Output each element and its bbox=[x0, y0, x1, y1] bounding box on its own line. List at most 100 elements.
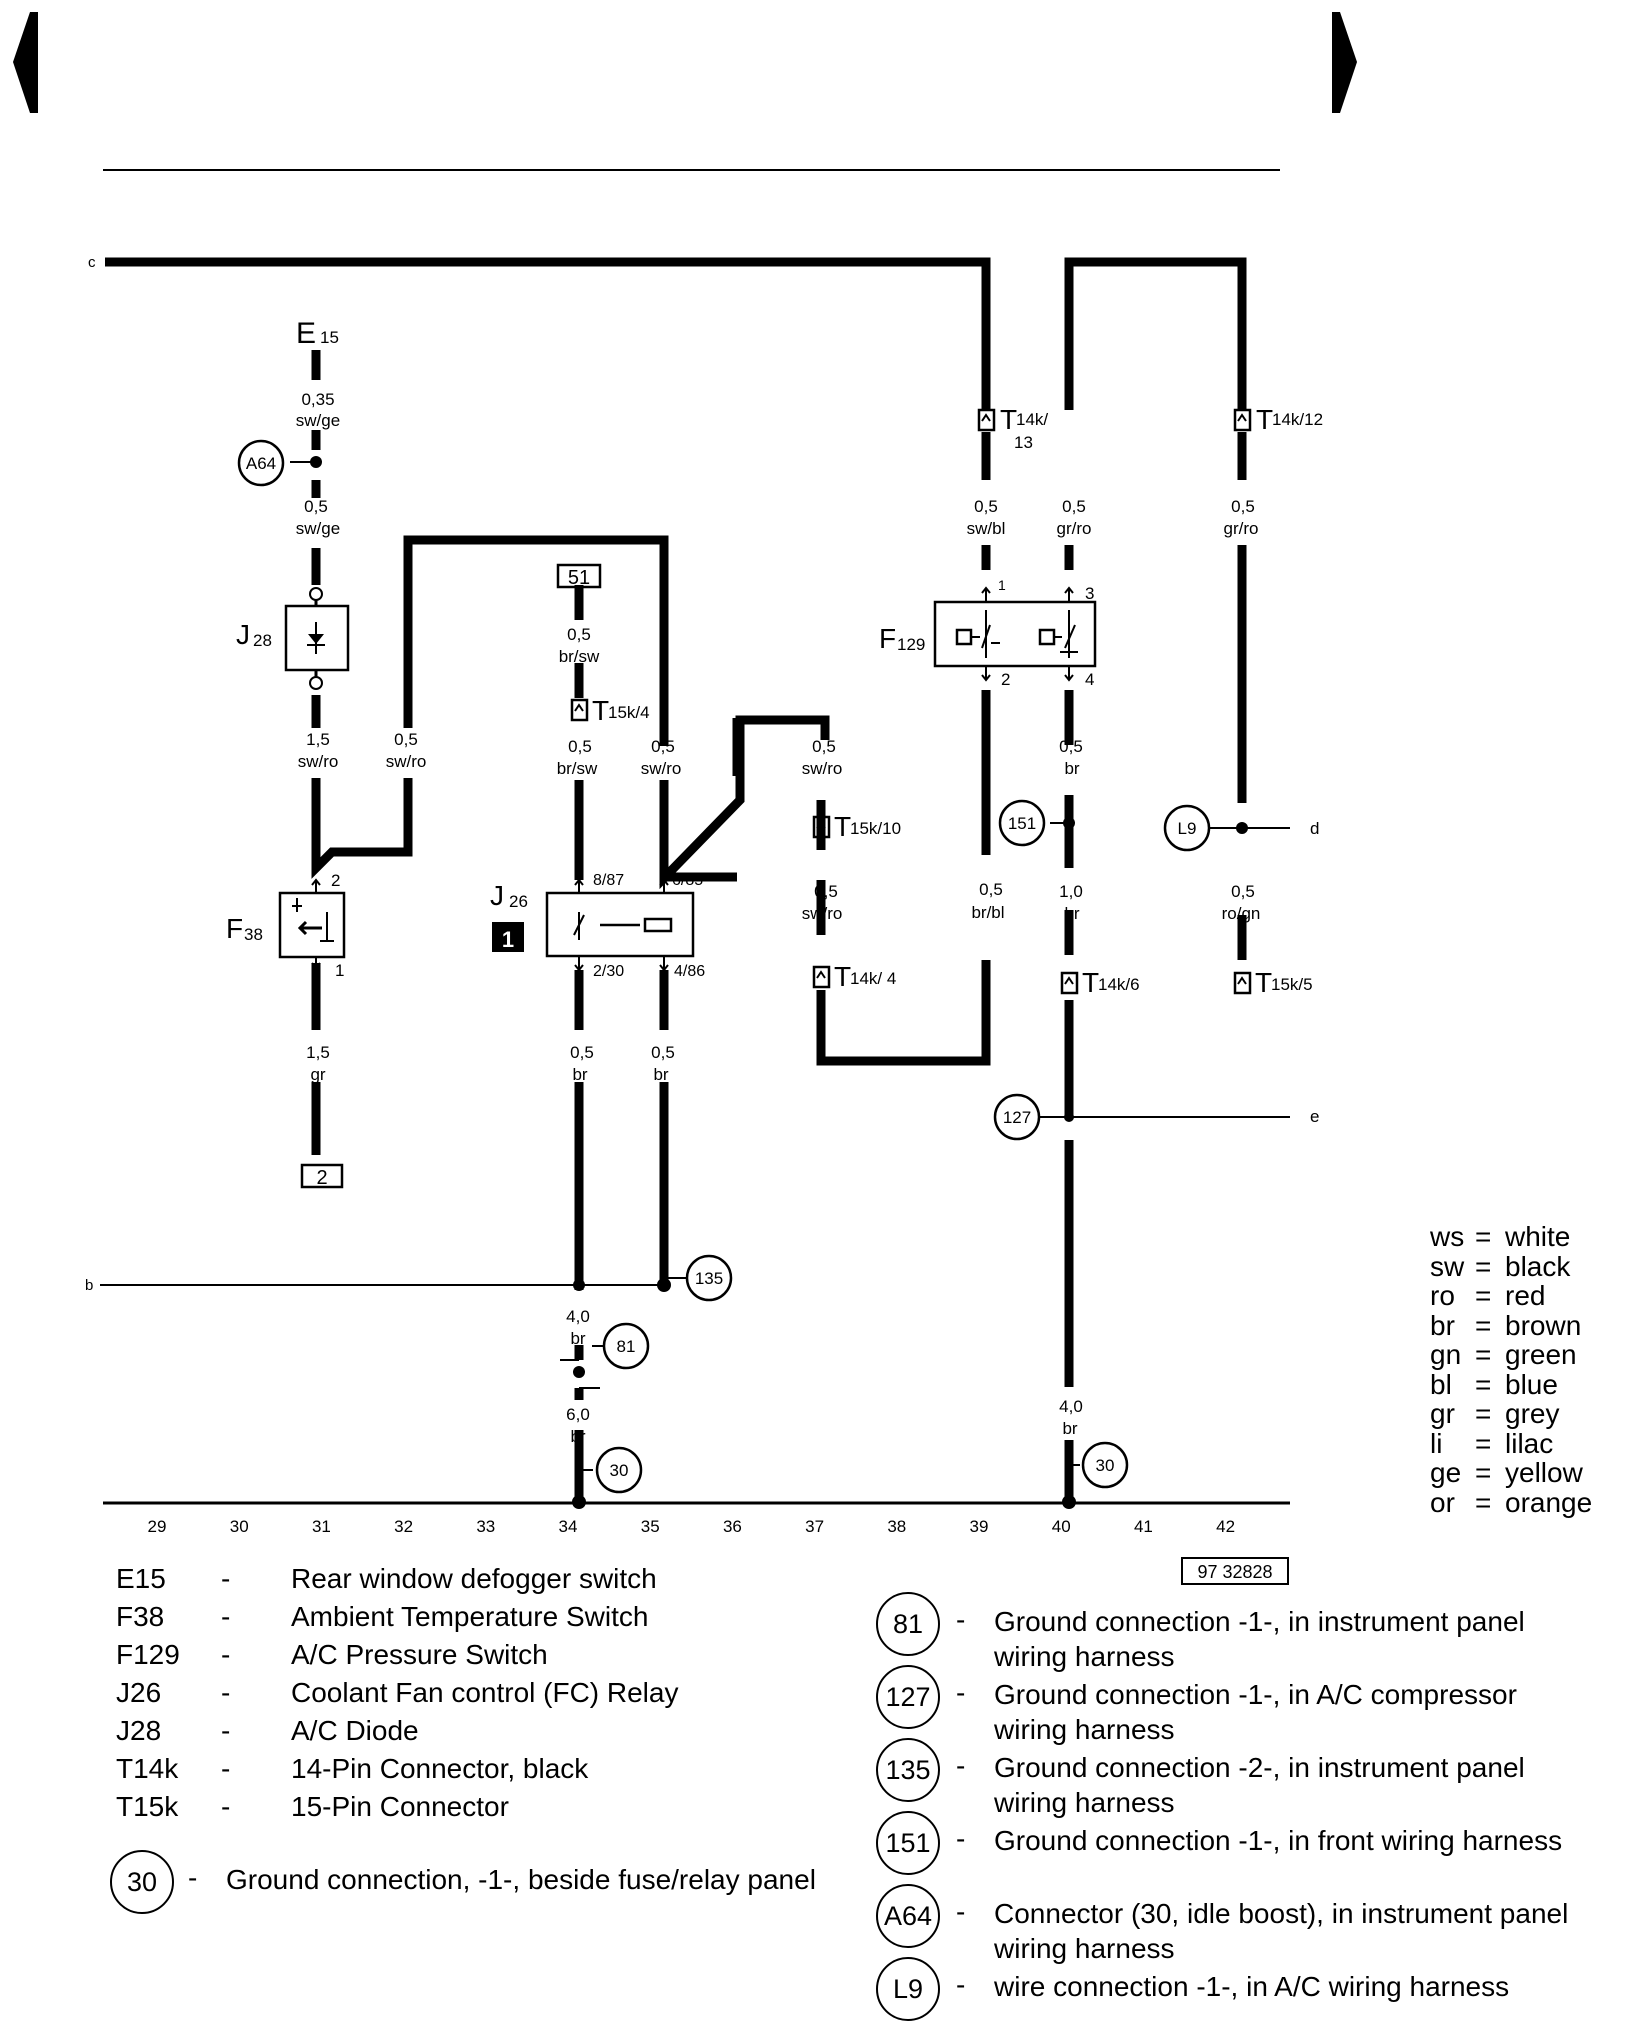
svg-text:15k/5: 15k/5 bbox=[1271, 975, 1313, 994]
color-code: li bbox=[1430, 1427, 1443, 1459]
splice-l9: L9 bbox=[1178, 819, 1197, 838]
svg-text:T: T bbox=[592, 695, 609, 726]
svg-text:8/87: 8/87 bbox=[593, 872, 624, 889]
svg-text:sw/ge: sw/ge bbox=[296, 519, 340, 538]
svg-text:br/sw: br/sw bbox=[559, 647, 600, 666]
connector-t14k4: T 14k/ 4 bbox=[812, 961, 896, 992]
svg-text:15: 15 bbox=[320, 328, 339, 347]
component-desc: 15-Pin Connector bbox=[291, 1791, 509, 1822]
color-name: yellow bbox=[1505, 1457, 1583, 1488]
svg-text:0,5: 0,5 bbox=[651, 1043, 675, 1062]
component-e15: E 15 bbox=[296, 317, 339, 350]
component-code: T14k bbox=[116, 1753, 179, 1784]
connector-t15k4: T 15k/4 bbox=[570, 695, 650, 726]
svg-text:6,0: 6,0 bbox=[566, 1405, 590, 1424]
component-desc: A/C Pressure Switch bbox=[291, 1639, 548, 1670]
color-key-row: bl=blue bbox=[1430, 1368, 1558, 1400]
svg-text:T: T bbox=[1256, 404, 1273, 435]
color-code: bl bbox=[1430, 1368, 1452, 1400]
splice-151: 151 bbox=[1008, 814, 1036, 833]
ground-legend-symbol: 81 bbox=[876, 1592, 940, 1656]
ground-legend-desc: Ground connection -1-, in instrument pan… bbox=[994, 1606, 1525, 1672]
ground-30-b: 30 bbox=[1096, 1456, 1115, 1475]
color-code: or bbox=[1430, 1486, 1455, 1518]
svg-text:0,5: 0,5 bbox=[1062, 497, 1086, 516]
svg-text:4,0: 4,0 bbox=[566, 1307, 590, 1326]
color-equals: = bbox=[1475, 1486, 1492, 1518]
svg-text:sw/ro: sw/ro bbox=[641, 759, 682, 778]
splice-circles bbox=[237, 439, 1211, 1494]
track-number: 39 bbox=[970, 1517, 989, 1536]
component-j26: J 26 1 8/87 6/85 2/30 4/86 bbox=[490, 872, 705, 980]
component-code: F38 bbox=[116, 1601, 165, 1632]
svg-text:sw/ro: sw/ro bbox=[802, 759, 843, 778]
svg-text:gr: gr bbox=[310, 1065, 325, 1084]
svg-text:sw/ro: sw/ro bbox=[386, 752, 427, 771]
svg-text:129: 129 bbox=[897, 635, 925, 654]
component-code: T15k bbox=[116, 1791, 179, 1822]
svg-text:br: br bbox=[1062, 1419, 1077, 1438]
svg-text:97 32828: 97 32828 bbox=[1197, 1562, 1272, 1582]
svg-text:0,5: 0,5 bbox=[974, 497, 998, 516]
color-equals: = bbox=[1475, 1221, 1492, 1252]
component-code: F129 bbox=[116, 1639, 180, 1670]
connector-t14k12: T 14k/12 bbox=[1233, 404, 1323, 435]
connector-t15k5: T 15k/5 bbox=[1233, 967, 1313, 998]
svg-text:sw/bl: sw/bl bbox=[967, 519, 1006, 538]
svg-text:0,5: 0,5 bbox=[1059, 737, 1083, 756]
color-name: black bbox=[1505, 1250, 1571, 1282]
svg-text:38: 38 bbox=[244, 925, 263, 944]
color-name: white bbox=[1505, 1221, 1571, 1252]
component-desc: Ambient Temperature Switch bbox=[291, 1601, 649, 1632]
connector-t14k6: T 14k/6 bbox=[1060, 967, 1140, 998]
ground-legend-symbol: 151 bbox=[876, 1811, 940, 1875]
svg-text:sw/ge: sw/ge bbox=[296, 411, 340, 430]
next-page-arrow-icon[interactable] bbox=[1330, 10, 1360, 115]
ground-legend-desc: Ground connection -1-, in A/C compressor… bbox=[994, 1679, 1517, 1745]
ground-legend-left-symbol: 30 bbox=[110, 1850, 174, 1914]
svg-text:13: 13 bbox=[1014, 433, 1033, 452]
track-number: 33 bbox=[476, 1517, 495, 1536]
wire-c-col39 bbox=[105, 257, 991, 410]
svg-text:15k/10: 15k/10 bbox=[850, 819, 901, 838]
legend-dash: - bbox=[221, 1791, 231, 1822]
ground-legend-left: 30 - Ground connection, -1-, beside fuse… bbox=[110, 1850, 870, 1914]
svg-text:6/85: 6/85 bbox=[672, 872, 703, 889]
svg-text:1,5: 1,5 bbox=[306, 1043, 330, 1062]
svg-text:F: F bbox=[226, 913, 243, 944]
edge-label-e: e bbox=[1310, 1107, 1319, 1126]
legend-dash: - bbox=[956, 1677, 966, 1708]
diagram-id-box: 97 32828 bbox=[1181, 1557, 1289, 1585]
svg-text:26: 26 bbox=[509, 892, 528, 911]
color-code: gr bbox=[1430, 1398, 1455, 1429]
ground-legend: 81-Ground connection -1-, in instrument … bbox=[870, 1592, 1590, 2021]
color-code: gn bbox=[1430, 1339, 1462, 1370]
svg-text:0,5: 0,5 bbox=[570, 1043, 594, 1062]
splice-81: 81 bbox=[617, 1337, 636, 1356]
track-number: 40 bbox=[1052, 1517, 1071, 1536]
svg-text:br: br bbox=[572, 1065, 587, 1084]
svg-text:0,5: 0,5 bbox=[568, 737, 592, 756]
svg-text:0,5: 0,5 bbox=[651, 737, 675, 756]
component-f38: F 38 2 1 bbox=[226, 871, 346, 980]
svg-text:sw/ro: sw/ro bbox=[802, 904, 843, 923]
svg-text:0,5: 0,5 bbox=[394, 730, 418, 749]
svg-text:br/sw: br/sw bbox=[557, 759, 598, 778]
legend-dash: - bbox=[221, 1563, 231, 1594]
svg-text:0,5: 0,5 bbox=[1231, 497, 1255, 516]
track-number: 41 bbox=[1134, 1517, 1153, 1536]
track-number: 29 bbox=[148, 1517, 167, 1536]
color-equals: = bbox=[1475, 1250, 1492, 1282]
legend-dash: - bbox=[956, 1969, 966, 2000]
legend-dash: - bbox=[221, 1753, 231, 1784]
svg-text:0,35: 0,35 bbox=[301, 390, 334, 409]
svg-text:1: 1 bbox=[335, 961, 344, 980]
previous-page-arrow-icon[interactable] bbox=[10, 10, 40, 115]
ground-legend-desc: Connector (30, idle boost), in instrumen… bbox=[994, 1898, 1569, 1964]
ground-legend-desc: Ground connection -1-, in front wiring h… bbox=[994, 1825, 1563, 1856]
svg-text:br: br bbox=[1064, 759, 1079, 778]
color-name: green bbox=[1505, 1339, 1577, 1370]
color-key-row: ge=yellow bbox=[1430, 1458, 1583, 1488]
svg-text:E: E bbox=[296, 317, 316, 350]
